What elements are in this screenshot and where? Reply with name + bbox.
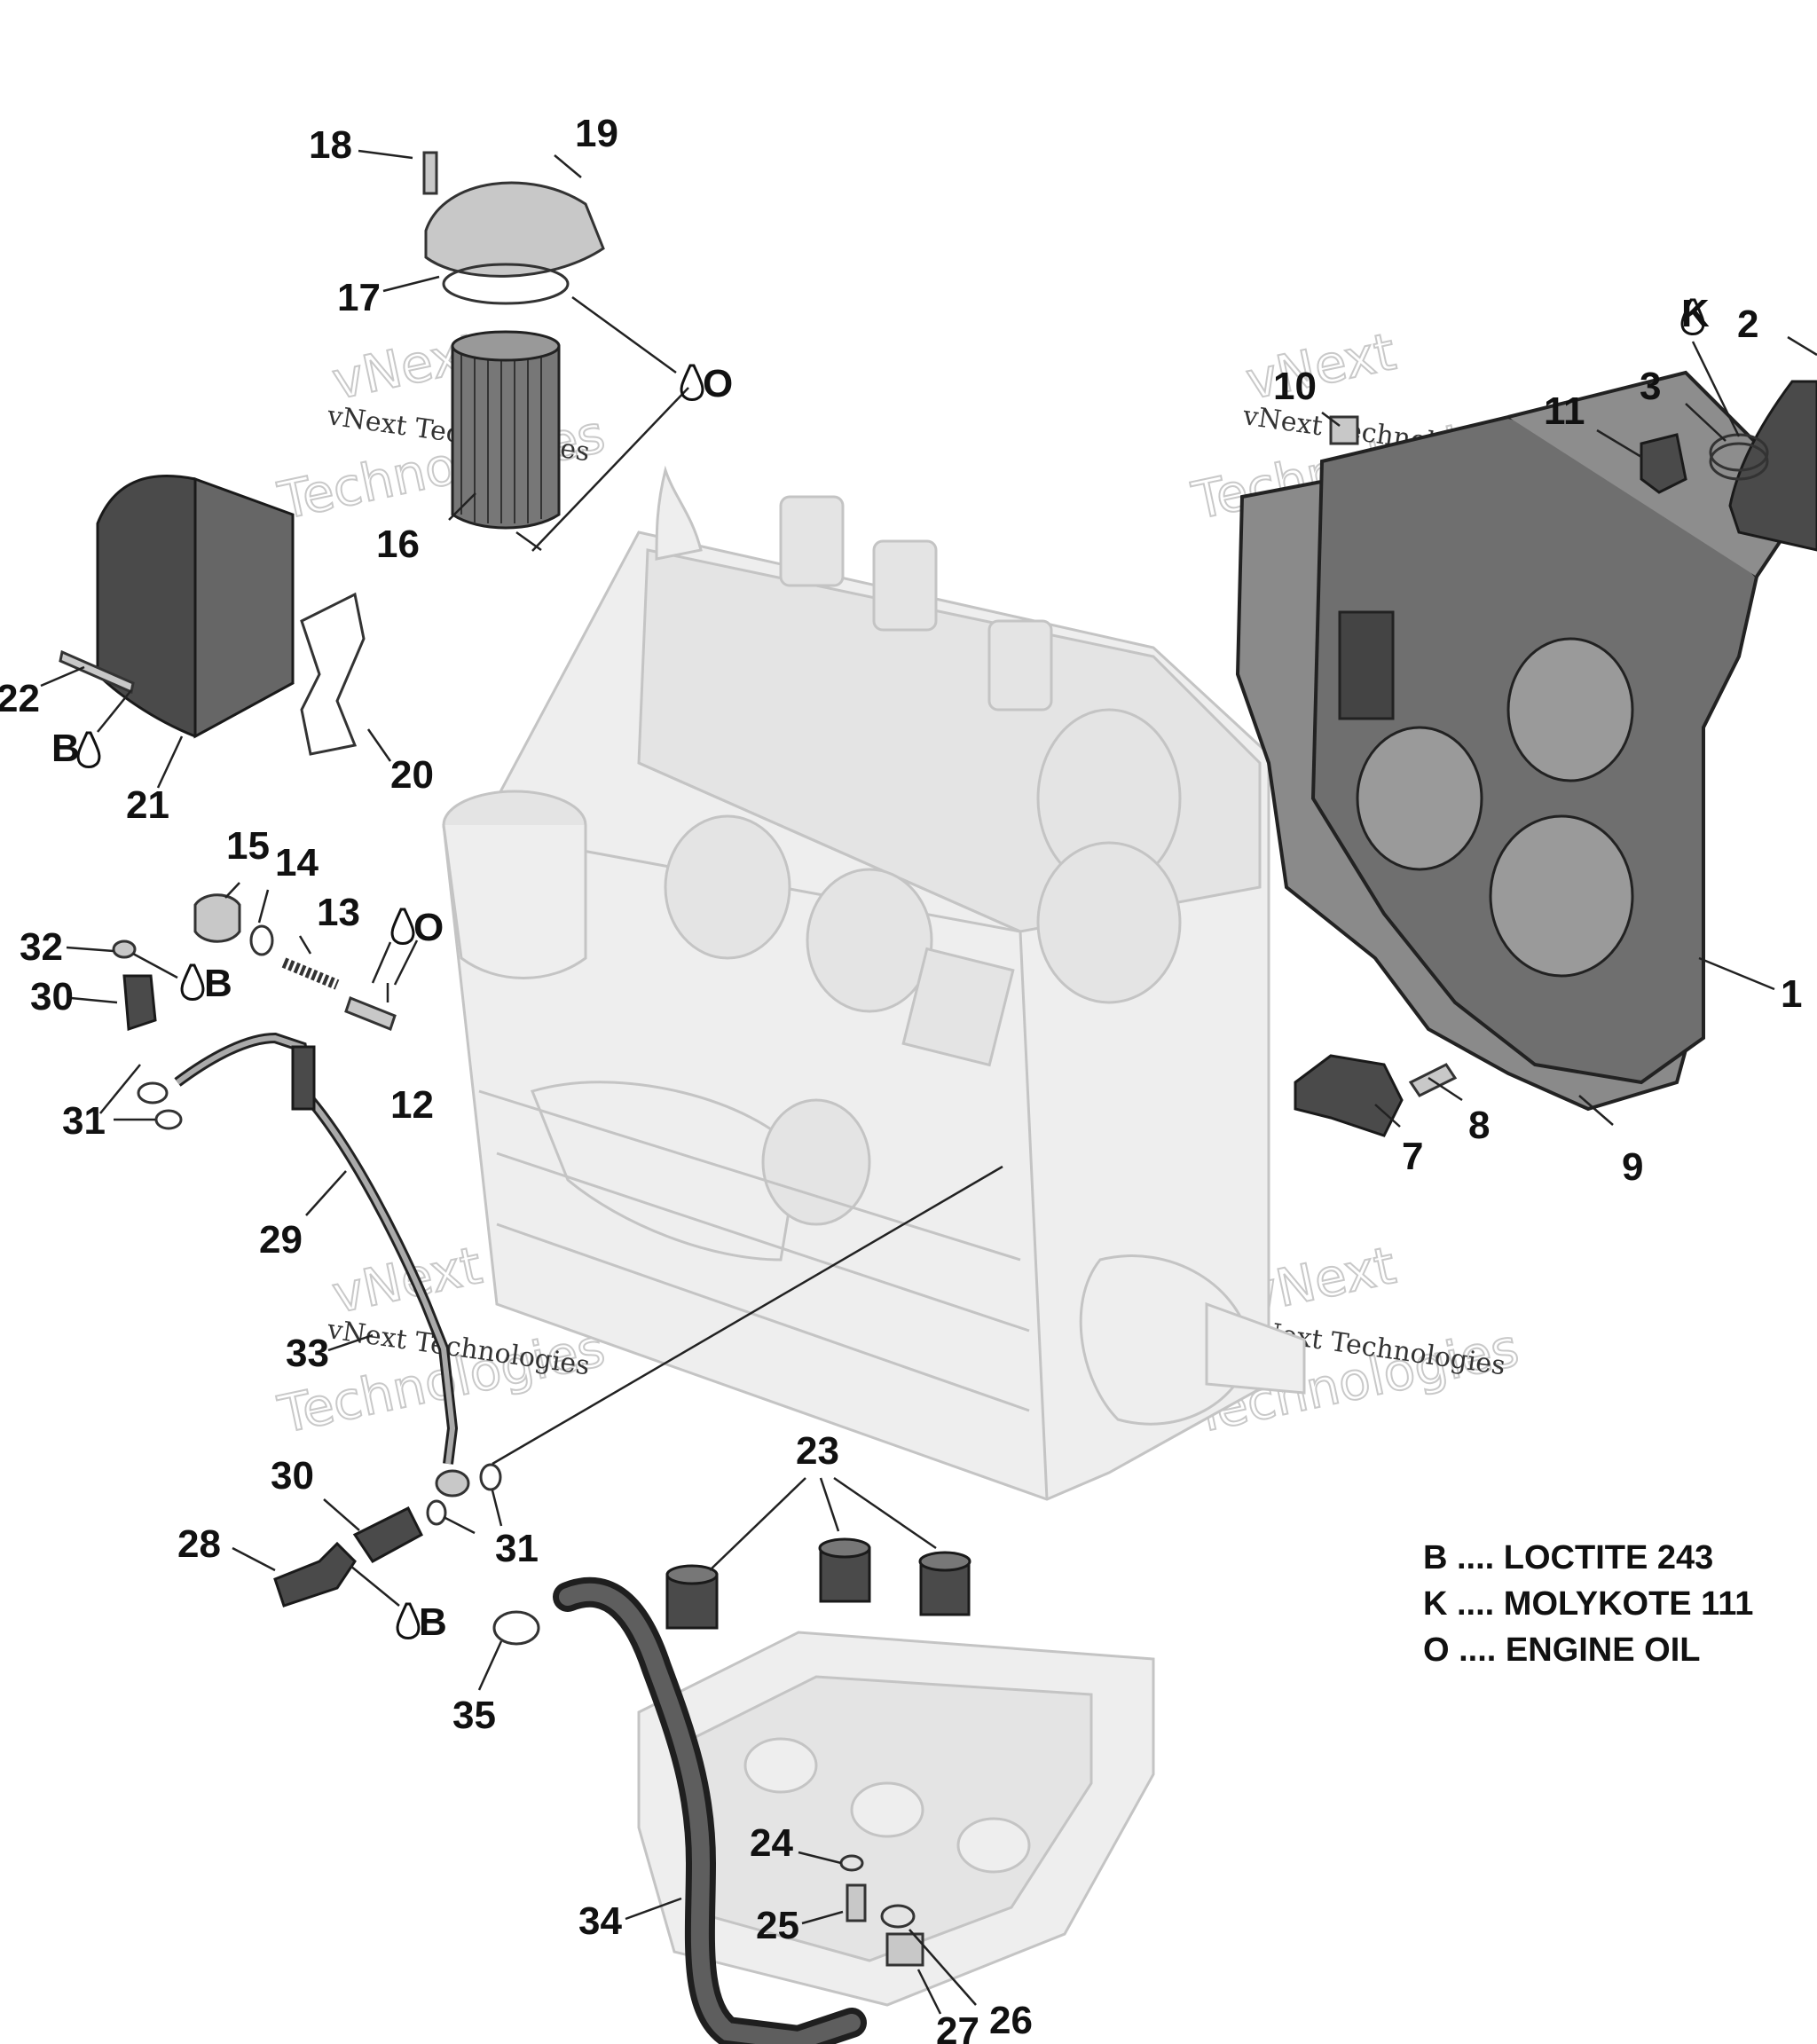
side-cover-assembly: [1235, 370, 1813, 1112]
k-marker: K: [1680, 292, 1710, 335]
sensor-7: [1294, 1054, 1404, 1137]
oil-pan: [637, 1631, 1155, 2007]
watermark-big-1: vNext: [1241, 321, 1401, 412]
oil-drop-icon: [396, 1602, 421, 1639]
part-label-7: 7: [1402, 1135, 1423, 1178]
part-label-32: 32: [20, 925, 63, 969]
fitting-30: [122, 974, 157, 1032]
part-label-23: 23: [796, 1429, 839, 1473]
part-label-11: 11: [1544, 389, 1585, 433]
legend: B .... LOCTITE 243 K .... MOLYKOTE 111 O…: [1423, 1539, 1753, 1669]
part-label-8: 8: [1468, 1104, 1490, 1147]
part-label-2: 2: [1737, 303, 1758, 346]
part-label-29: 29: [259, 1218, 303, 1262]
part-label-31: 31: [62, 1099, 106, 1143]
o-ring-14: [249, 924, 274, 956]
b-marker-28: B: [396, 1600, 447, 1644]
part-label-26: 26: [989, 1999, 1033, 2042]
part-label-30-lower: 30: [271, 1454, 314, 1498]
leader-lines: [40, 149, 1817, 2015]
o-ring-31-lower: [426, 1499, 447, 1526]
part-label-12: 12: [390, 1083, 434, 1127]
part-label-20: 20: [390, 753, 434, 797]
legend-o-engine-oil: O .... ENGINE OIL: [1423, 1631, 1700, 1669]
legend-k-molykote: K .... MOLYKOTE 111: [1423, 1585, 1753, 1623]
part-label-21: 21: [126, 783, 169, 827]
part-label-35: 35: [452, 1694, 496, 1737]
bolt-22: [59, 649, 135, 695]
screw-25: [846, 1883, 867, 1922]
plug-27: [885, 1932, 924, 1967]
b-marker-letter: B: [419, 1600, 447, 1644]
b-marker-letter: B: [204, 962, 232, 1005]
clamp-35: [492, 1610, 540, 1646]
oil-marker-letter: O: [703, 362, 733, 405]
part-label-10: 10: [1273, 365, 1317, 408]
oil-marker-mid: O: [390, 906, 444, 949]
lubricant-markers: O O K B B B: [51, 292, 1710, 1644]
oil-filter-16: [451, 344, 561, 530]
bushing-15: [193, 893, 241, 943]
part-label-28: 28: [177, 1522, 221, 1566]
part-label-24: 24: [750, 1821, 793, 1865]
spring-13: [281, 957, 340, 990]
oil-marker-top: O: [680, 362, 733, 405]
part-label-14: 14: [275, 841, 319, 884]
fitting-30-lower: [352, 1505, 423, 1563]
part-label-9: 9: [1622, 1145, 1643, 1189]
gasket-20: [300, 592, 366, 756]
b-marker-letter: B: [51, 727, 80, 770]
part-label-33: 33: [286, 1332, 329, 1375]
b-marker-21: B: [51, 727, 101, 770]
elbow-28: [273, 1541, 357, 1608]
part-label-27: 27: [936, 2009, 979, 2044]
oil-drop-icon: [180, 963, 205, 1001]
part-label-15: 15: [226, 824, 270, 868]
part-label-13: 13: [317, 891, 360, 934]
b-marker-32: B: [180, 962, 232, 1005]
part-label-30: 30: [30, 975, 74, 1018]
o-ring-17: [442, 263, 570, 305]
part-label-17: 17: [337, 276, 381, 319]
pipe-2: [1728, 380, 1817, 552]
watermark-big-1: vNext: [327, 1235, 487, 1325]
oil-drop-icon: [76, 731, 101, 768]
oil-drop-icon: [1680, 298, 1705, 335]
washer-32: [112, 939, 137, 959]
part-label-22: 22: [0, 677, 40, 720]
o-ring-26: [880, 1904, 916, 1929]
strainers-23: [665, 1537, 971, 1630]
part-label-31-lower: 31: [495, 1527, 539, 1570]
cap-19: [424, 181, 605, 278]
oil-drop-icon: [390, 908, 415, 945]
pin-12: [344, 996, 397, 1031]
part-label-3: 3: [1640, 365, 1661, 408]
part-label-34: 34: [578, 1899, 622, 1943]
part-label-25: 25: [756, 1904, 799, 1947]
oil-drop-icon: [680, 364, 704, 401]
oil-marker-letter: O: [413, 906, 444, 949]
engine-block: [442, 465, 1306, 1501]
screw-18: [422, 151, 438, 195]
part-label-19: 19: [575, 112, 618, 155]
part-label-18: 18: [309, 123, 352, 167]
legend-b-loctite: B .... LOCTITE 243: [1423, 1539, 1713, 1576]
part-label-1: 1: [1781, 972, 1802, 1016]
part-label-16: 16: [376, 523, 420, 566]
plug-11: [1640, 433, 1687, 494]
